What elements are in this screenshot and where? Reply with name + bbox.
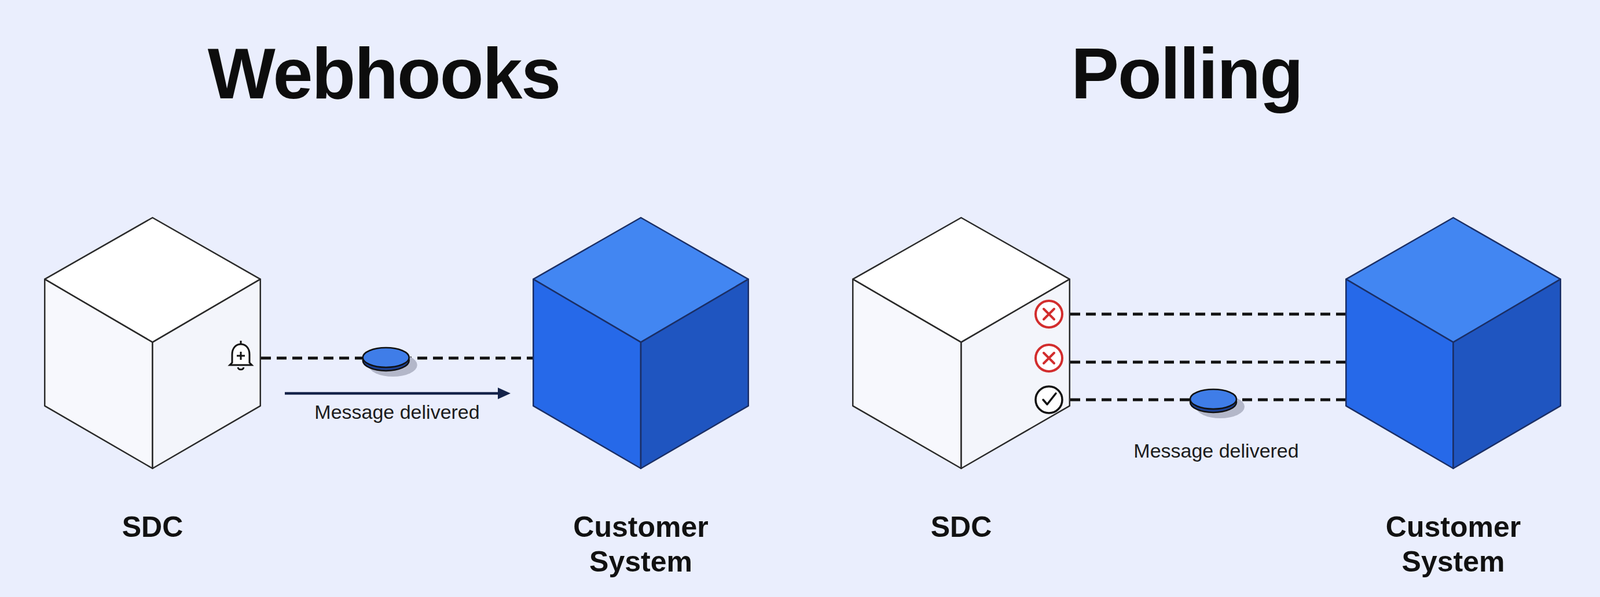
edge-label: Message delivered	[312, 400, 482, 424]
connector	[261, 347, 533, 400]
system-name: SDC	[874, 509, 1049, 545]
label-group: Customer System	[509, 509, 773, 580]
connector	[1070, 314, 1346, 315]
label-group: SDC	[20, 509, 285, 545]
system-name: Customer System	[553, 509, 728, 580]
connector	[1070, 389, 1346, 419]
cube-shape	[852, 217, 1071, 470]
fail-icon	[1035, 301, 1063, 328]
system-name: SDC	[65, 509, 240, 545]
arrow-head	[497, 387, 511, 400]
system-cube: SDC	[43, 217, 262, 470]
system-cube: Customer System	[532, 217, 750, 470]
cube-shape	[1345, 217, 1562, 470]
label-group: SDC	[828, 509, 1094, 545]
message-token	[362, 347, 410, 368]
system-cube: Customer System	[1345, 217, 1562, 470]
connector	[1070, 362, 1346, 363]
system-cube: SDC	[852, 217, 1071, 470]
section-title: Webhooks	[207, 32, 561, 115]
fail-icon	[1035, 345, 1063, 372]
cube-shape	[43, 217, 262, 470]
bell-icon	[229, 340, 252, 370]
system-name: Customer System	[1366, 509, 1541, 580]
message-token	[1190, 389, 1237, 410]
section-title: Polling	[1070, 32, 1302, 115]
success-icon	[1035, 386, 1063, 414]
label-group: Customer System	[1322, 509, 1585, 580]
edge-label: Message delivered	[1131, 439, 1301, 463]
cube-shape	[532, 217, 750, 470]
